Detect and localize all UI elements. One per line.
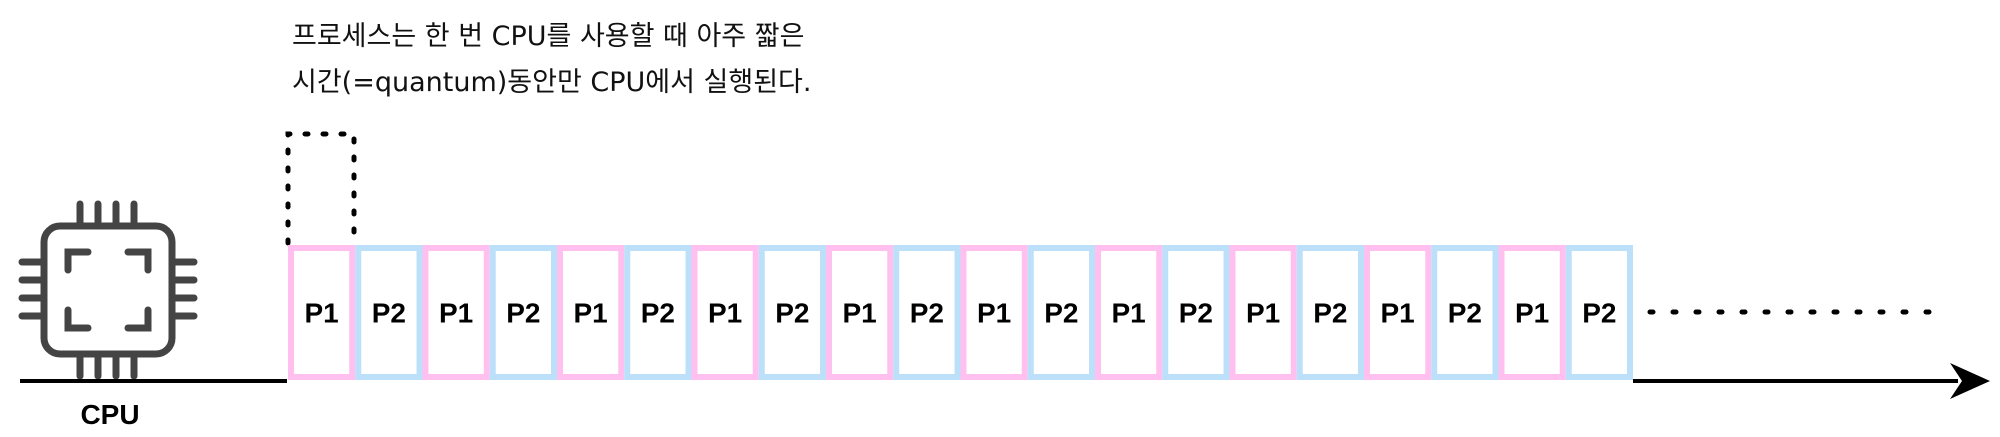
process-slot: P2 <box>489 245 557 380</box>
process-slot: P1 <box>557 245 625 380</box>
process-slot-box <box>1027 245 1095 380</box>
process-slot-box <box>826 245 894 380</box>
process-slot-box <box>288 245 356 380</box>
process-slot: P2 <box>355 245 423 380</box>
process-slot: P1 <box>691 245 759 380</box>
process-slot: P2 <box>1431 245 1499 380</box>
process-slot: P2 <box>1027 245 1095 380</box>
process-slot-box <box>960 245 1028 380</box>
annotation-line-2: 시간(=quantum)동안만 CPU에서 실행된다. <box>292 67 812 98</box>
process-slot-box <box>1095 245 1163 380</box>
process-slot: P2 <box>1565 245 1633 380</box>
process-slot: P2 <box>758 245 826 380</box>
process-slot-box <box>1431 245 1499 380</box>
process-slot-label: P2 <box>775 298 809 329</box>
process-slot-box <box>893 245 961 380</box>
process-slot: P1 <box>1498 245 1566 380</box>
process-slot: P1 <box>1229 245 1297 380</box>
process-slot: P1 <box>288 245 356 380</box>
process-slot: P2 <box>893 245 961 380</box>
process-slot-label: P1 <box>305 298 339 329</box>
process-slot: P1 <box>960 245 1028 380</box>
process-slot-box <box>624 245 692 380</box>
process-slot: P1 <box>1364 245 1432 380</box>
annotation-line-1: 프로세스는 한 번 CPU를 사용할 때 아주 짧은 <box>292 21 805 52</box>
process-slot-box <box>355 245 423 380</box>
process-slot: P2 <box>624 245 692 380</box>
process-slot-box <box>1296 245 1364 380</box>
process-slot-box <box>1364 245 1432 380</box>
process-slot-label: P1 <box>1515 298 1549 329</box>
timeline-arrowhead <box>1950 363 1990 399</box>
process-slot-label: P1 <box>708 298 742 329</box>
quantum-annotation: 프로세스는 한 번 CPU를 사용할 때 아주 짧은 시간(=quantum)동… <box>292 14 811 106</box>
process-slot-box <box>1229 245 1297 380</box>
process-slot-label: P2 <box>506 298 540 329</box>
process-slot-box <box>691 245 759 380</box>
process-slot-box <box>489 245 557 380</box>
process-slot-box <box>422 245 490 380</box>
cpu-label: CPU <box>80 399 139 430</box>
quantum-marker <box>285 131 357 246</box>
process-slots: P1 P2 P1 P2 P1 P2 P1 P2 P1 P2 P1 P2 P1 P2 P1 P2 P1 P2 P1 P2 <box>288 245 1633 380</box>
process-slot-label: P1 <box>1112 298 1146 329</box>
process-slot-label: P2 <box>372 298 406 329</box>
process-slot-box <box>1565 245 1633 380</box>
process-slot-label: P1 <box>1381 298 1415 329</box>
process-slot-box <box>758 245 826 380</box>
process-slot: P2 <box>1162 245 1230 380</box>
process-slot-label: P1 <box>843 298 877 329</box>
process-slot-label: P1 <box>439 298 473 329</box>
process-slot: P1 <box>1095 245 1163 380</box>
process-slot-label: P2 <box>1313 298 1347 329</box>
process-slot-label: P2 <box>910 298 944 329</box>
process-slot-box <box>557 245 625 380</box>
process-slot-label: P2 <box>1044 298 1078 329</box>
process-slot-label: P1 <box>1246 298 1280 329</box>
process-slot-label: P1 <box>977 298 1011 329</box>
process-slot-label: P2 <box>1179 298 1213 329</box>
process-slot-box <box>1162 245 1230 380</box>
process-slot: P2 <box>1296 245 1364 380</box>
process-slot-box <box>1498 245 1566 380</box>
cpu-chip-icon <box>18 200 198 380</box>
process-slot-label: P2 <box>1582 298 1616 329</box>
process-slot-label: P1 <box>574 298 608 329</box>
process-slot: P1 <box>422 245 490 380</box>
process-slot-label: P2 <box>1448 298 1482 329</box>
process-slot: P1 <box>826 245 894 380</box>
process-slot-label: P2 <box>641 298 675 329</box>
